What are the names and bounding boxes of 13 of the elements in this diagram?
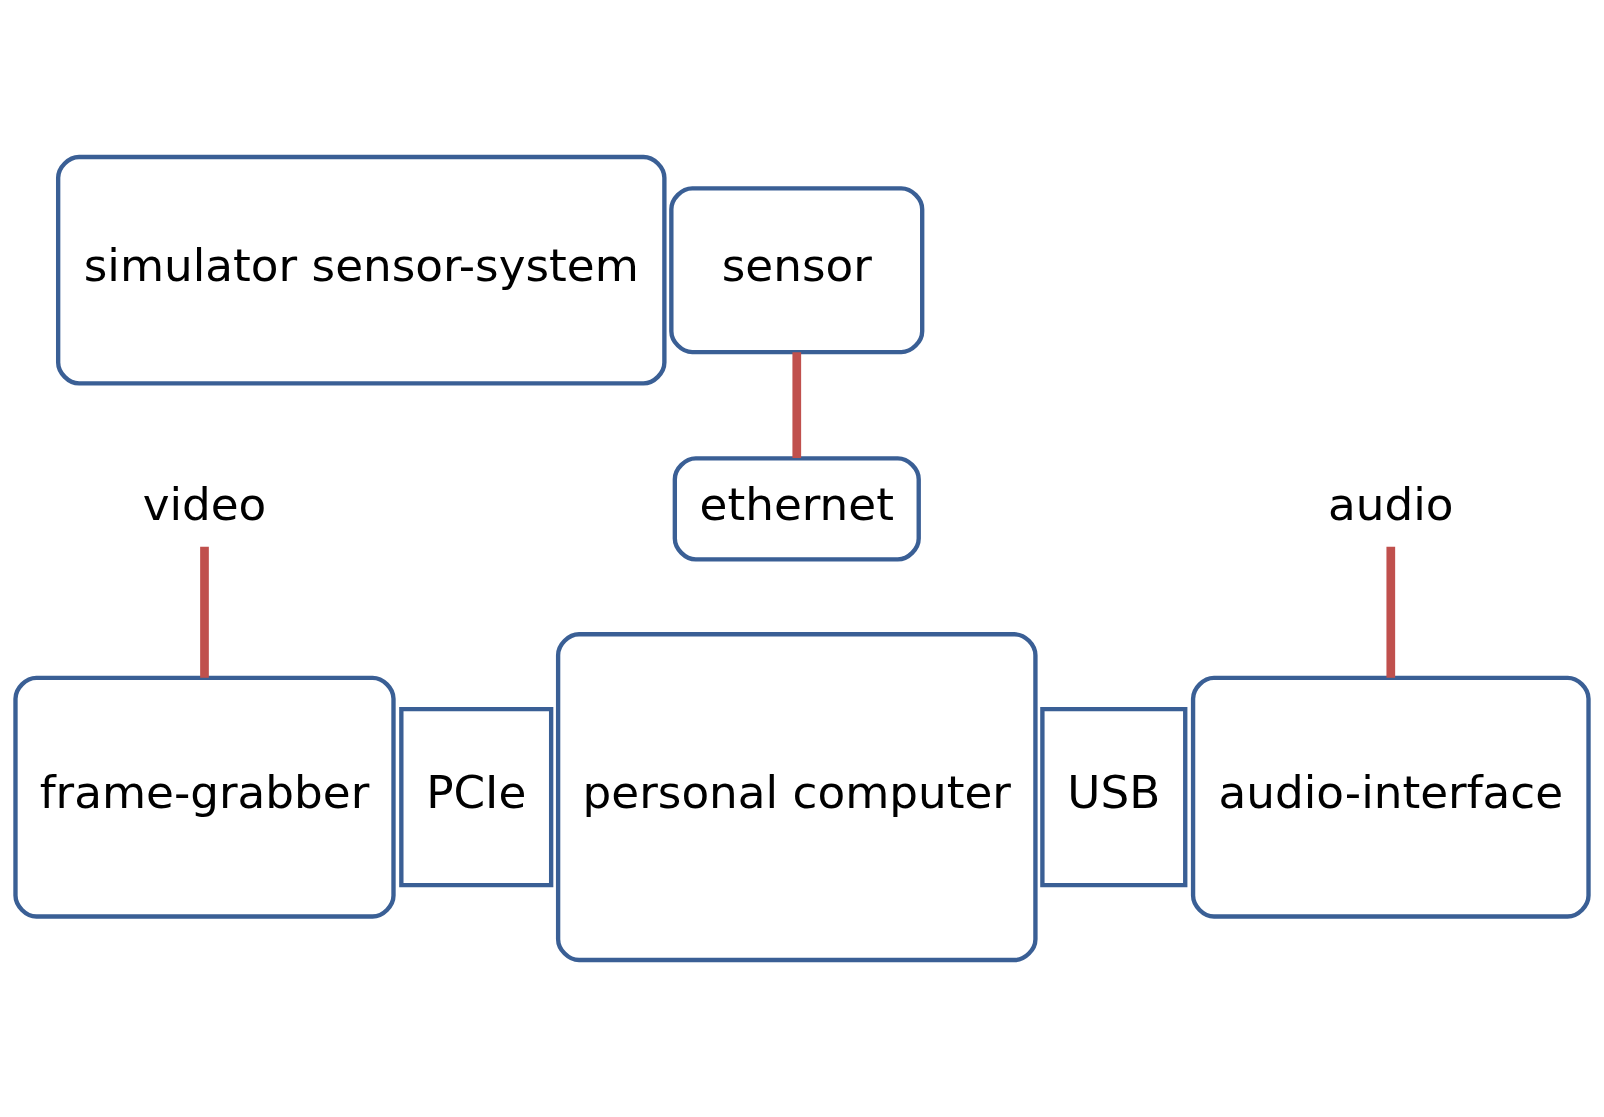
node-box: ethernet (672, 456, 921, 562)
node-box: simulator sensor-system (56, 154, 667, 386)
node-box: frame-grabber (13, 675, 396, 919)
node-box: PCIe (399, 707, 554, 888)
connector (792, 352, 802, 458)
connector (1386, 546, 1396, 678)
node-text: audio (1328, 477, 1454, 531)
node-box: sensor (669, 186, 925, 355)
node-text: video (142, 477, 267, 531)
connector (200, 546, 209, 678)
node-box: audio-interface (1190, 675, 1591, 919)
node-box: USB (1040, 707, 1188, 888)
node-box: personal computer (555, 632, 1038, 963)
